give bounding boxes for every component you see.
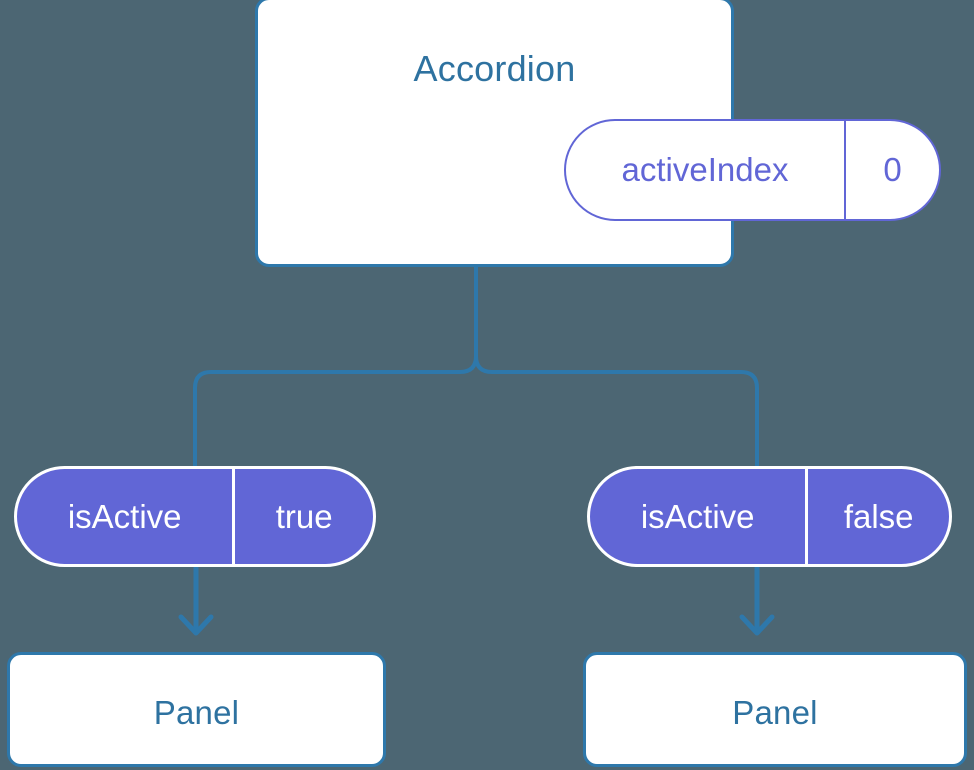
arrow-right-head-icon: [739, 614, 775, 636]
prop-pill-is-active-false[interactable]: isActive false: [587, 466, 952, 567]
accordion-node[interactable]: Accordion activeIndex 0: [255, 0, 941, 267]
prop-pill-is-active-true-key: isActive: [67, 497, 182, 535]
panel-node-right-title: Panel: [732, 694, 818, 731]
panel-node-right[interactable]: Panel: [583, 652, 967, 767]
prop-pill-is-active-true-value: true: [232, 469, 373, 564]
prop-pill-is-active-false-key: isActive: [640, 497, 755, 535]
panel-node-left-title: Panel: [153, 694, 240, 731]
prop-pill-active-index-value: 0: [844, 121, 939, 219]
prop-pill-active-index-key: activeIndex: [621, 151, 789, 188]
connector-root-to-left: [193, 264, 478, 469]
prop-pill-is-active-true[interactable]: isActive true: [14, 466, 376, 567]
panel-node-left[interactable]: Panel: [7, 652, 386, 767]
accordion-node-title: Accordion: [413, 48, 576, 89]
prop-pill-is-active-false-value: false: [805, 469, 949, 564]
prop-pill-active-index[interactable]: activeIndex 0: [564, 119, 941, 221]
arrow-left-head-icon: [178, 614, 214, 636]
connector-root-to-right: [474, 264, 759, 469]
